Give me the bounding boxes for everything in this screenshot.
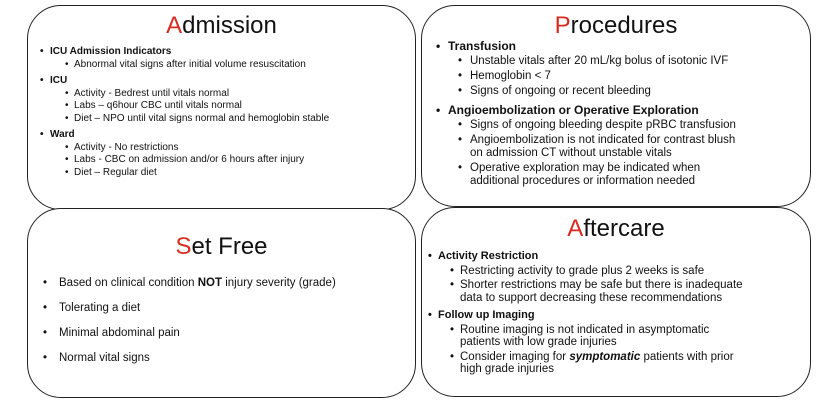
set-free-item: Tolerating a diet <box>43 301 336 315</box>
procedures-item: Unstable vitals after 20 mL/kg bolus of … <box>436 55 736 68</box>
procedures-panel: Procedures Transfusion Unstable vitals a… <box>421 5 811 207</box>
admission-heading-ward: Ward <box>40 129 329 142</box>
aftercare-item: Routine imaging is not indicated in asym… <box>428 324 743 349</box>
procedures-heading-angio: Angioembolization or Operative Explorati… <box>436 104 736 118</box>
set-free-item: Normal vital signs <box>43 351 336 365</box>
procedures-list: Transfusion Unstable vitals after 20 mL/… <box>436 40 736 188</box>
procedures-item: Signs of ongoing bleeding despite pRBC t… <box>436 119 736 132</box>
set-free-list: Based on clinical condition NOT injury s… <box>43 276 336 376</box>
set-free-title: Set Free <box>175 233 268 260</box>
set-free-item: Based on clinical condition NOT injury s… <box>43 276 336 290</box>
aftercare-heading-imaging: Follow up Imaging <box>428 309 743 322</box>
admission-item: Diet – Regular diet <box>40 167 329 180</box>
admission-list: ICU Admission Indicators Abnormal vital … <box>40 46 329 179</box>
admission-item: Labs - CBC on admission and/or 6 hours a… <box>40 154 329 167</box>
admission-title: Admission <box>166 12 277 39</box>
procedures-item: Operative exploration may be indicated w… <box>436 162 736 188</box>
aftercare-panel: Aftercare Activity Restriction Restricti… <box>421 207 811 397</box>
admission-item: Labs – q6hour CBC until vitals normal <box>40 100 329 113</box>
set-free-panel: Set Free Based on clinical condition NOT… <box>27 208 416 398</box>
admission-heading-icu-indicators: ICU Admission Indicators <box>40 46 329 59</box>
admission-item: Abnormal vital signs after initial volum… <box>40 59 329 72</box>
procedures-heading-transfusion: Transfusion <box>436 40 736 54</box>
procedures-item: Angioembolization is not indicated for c… <box>436 134 736 160</box>
admission-item: Activity - Bedrest until vitals normal <box>40 88 329 101</box>
aftercare-heading-activity: Activity Restriction <box>428 250 743 263</box>
admission-item: Activity - No restrictions <box>40 142 329 155</box>
admission-panel: Admission ICU Admission Indicators Abnor… <box>27 5 416 210</box>
set-free-item: Minimal abdominal pain <box>43 326 336 340</box>
admission-heading-icu: ICU <box>40 75 329 88</box>
aftercare-item: Consider imaging for symptomatic patient… <box>428 351 743 376</box>
procedures-item: Signs of ongoing or recent bleeding <box>436 85 736 98</box>
aftercare-item: Shorter restrictions may be safe but the… <box>428 279 743 304</box>
aftercare-title: Aftercare <box>567 215 665 242</box>
aftercare-list: Activity Restriction Restricting activit… <box>428 250 743 376</box>
admission-item: Diet – NPO until vital signs normal and … <box>40 113 329 126</box>
procedures-title: Procedures <box>554 12 678 39</box>
aftercare-item: Restricting activity to grade plus 2 wee… <box>428 265 743 278</box>
procedures-item: Hemoglobin < 7 <box>436 70 736 83</box>
